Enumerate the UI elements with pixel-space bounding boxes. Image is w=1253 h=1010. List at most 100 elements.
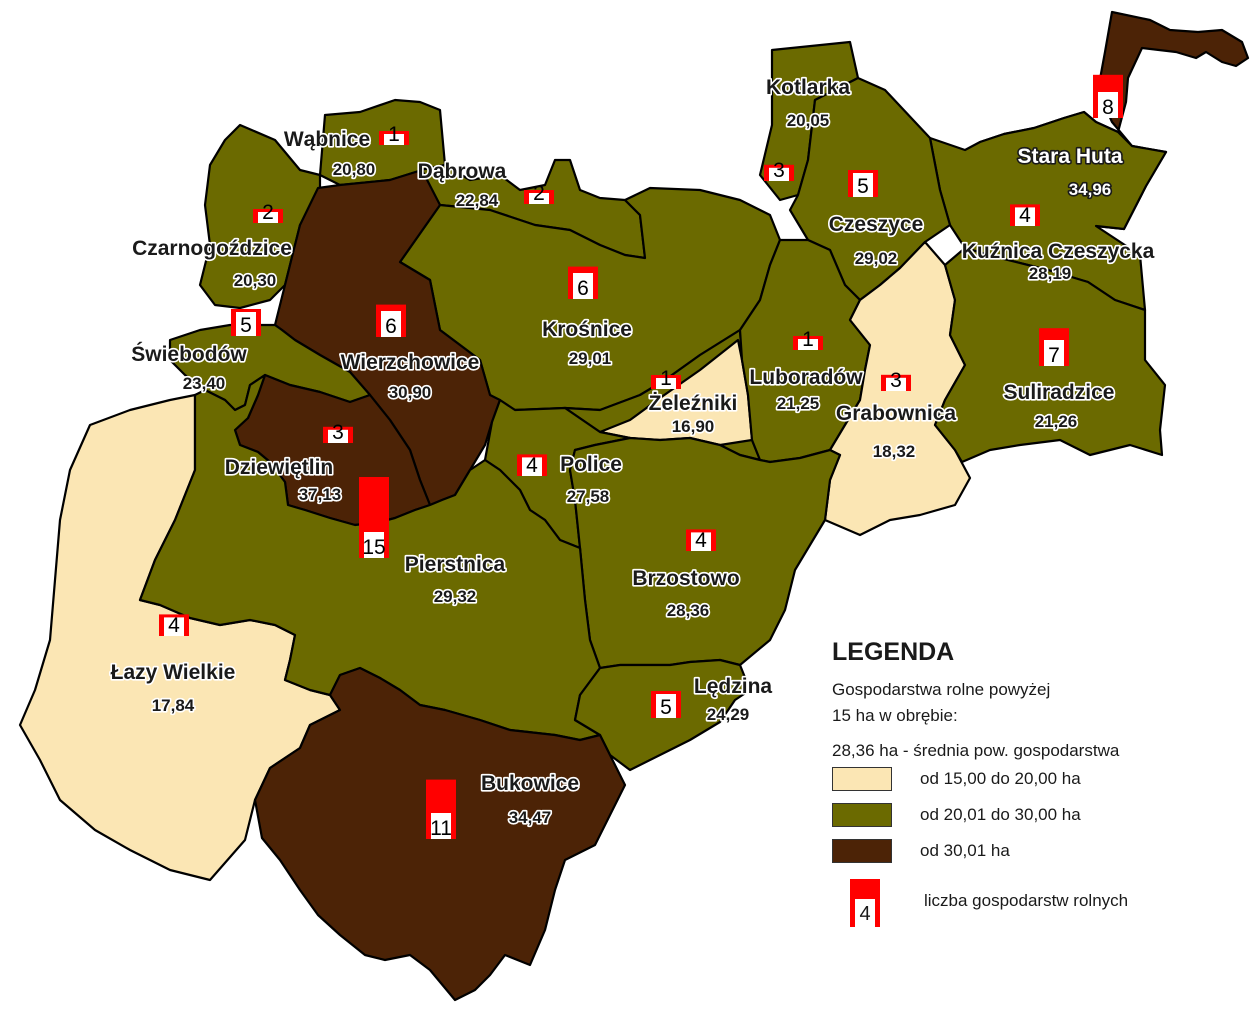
- village-name-kuznica-czeszycka: Kuźnica Czeszycka: [962, 240, 1155, 263]
- village-area-krosnice: 29,01: [569, 349, 612, 368]
- village-name-swiebodow: Świebodów: [131, 342, 247, 366]
- farm-bar-label-box-suliradzice: [1044, 340, 1064, 366]
- legend-class-3: od 30,01 ha: [832, 833, 1242, 869]
- village-area-dabrowa: 22,84: [456, 191, 499, 210]
- village-name-krosnice: Krośnice: [542, 318, 632, 341]
- farm-count-krosnice: 6: [577, 277, 589, 300]
- village-name-stara-huta: Stara Huta: [1017, 145, 1122, 168]
- village-area-czeszyce: 29,02: [855, 249, 898, 268]
- village-name-suliradzice: Suliradzice: [1004, 381, 1115, 404]
- village-name-ledzina: Lędzina: [694, 675, 772, 698]
- farm-bar-luboradow: 1: [793, 328, 823, 351]
- village-area-swiebodow: 23,40: [183, 374, 226, 393]
- village-name-wabnice: Wąbnice: [284, 128, 370, 151]
- farm-bar-label-box-dabrowa: [529, 193, 549, 204]
- farm-count-grabownica: 3: [890, 369, 902, 392]
- legend-title: LEGENDA: [832, 638, 955, 666]
- village-name-grabownica: Grabownica: [836, 402, 957, 425]
- farm-bar-stara-huta: 8: [1093, 74, 1123, 119]
- legend-class-2: od 20,01 do 30,00 ha: [832, 797, 1242, 833]
- village-labels: Wąbnice20,80Czarnogoździce20,30Dąbrowa22…: [109, 74, 1156, 828]
- farm-bar-zelezniki: 1: [651, 367, 681, 390]
- legend-bar-value: 4: [855, 899, 875, 927]
- village-area-kotlarka: 20,05: [787, 111, 830, 130]
- farm-bar-label-box-swiebodow: [236, 312, 256, 336]
- legend-average-note: 28,36 ha - średnia pow. gospodarstwa: [832, 741, 1120, 760]
- legend-class-2-label: od 20,01 do 30,00 ha: [920, 805, 1081, 824]
- farm-bar-kuznica-czeszycka: 4: [1010, 204, 1040, 227]
- farm-count-wabnice: 1: [388, 123, 400, 146]
- farm-count-suliradzice: 7: [1048, 344, 1060, 367]
- farm-bar-swiebodow: 5: [231, 309, 261, 337]
- farm-bar-wierzchowice: 6: [376, 304, 406, 338]
- farm-count-wierzchowice: 6: [385, 315, 397, 338]
- legend-class-3-label: od 30,01 ha: [920, 841, 1010, 860]
- village-name-brzostowo: Brzostowo: [632, 567, 739, 590]
- legend-bar-icon: 4: [850, 879, 880, 927]
- legend-swatch-brown: [832, 839, 892, 863]
- village-name-dabrowa: Dąbrowa: [418, 160, 507, 183]
- farm-bar-ledzina: 5: [651, 691, 681, 719]
- village-name-luboradow: Luboradów: [749, 366, 863, 389]
- village-name-czeszyce: Czeszyce: [829, 213, 924, 236]
- farm-count-bukowice: 11: [430, 817, 452, 840]
- farm-count-kuznica-czeszycka: 4: [1019, 204, 1031, 227]
- legend-bar-label: liczba gospodarstw rolnych: [924, 891, 1129, 910]
- village-area-stara-huta: 34,96: [1069, 180, 1112, 199]
- village-area-luboradow: 21,25: [777, 394, 820, 413]
- village-area-suliradzice: 21,26: [1035, 412, 1078, 431]
- village-name-pierstnica: Pierstnica: [405, 553, 506, 576]
- farm-count-pierstnica: 15: [362, 536, 385, 559]
- village-area-wierzchowice: 30,90: [389, 383, 432, 402]
- farm-bar-label-box-bukowice: [431, 813, 451, 839]
- farm-bar-label-box-czarnogozdzice: [258, 212, 278, 223]
- village-name-police: Police: [560, 453, 622, 476]
- farm-bar-label-box-ledzina: [656, 694, 676, 718]
- farm-bar-label-box-grabownica: [886, 377, 906, 391]
- farm-bar-police: 4: [517, 454, 547, 477]
- farm-count-luboradow: 1: [802, 328, 814, 351]
- legend: LEGENDA Gospodarstwa rolne powyżej 15 ha…: [832, 638, 1242, 933]
- legend-subtitle-line1: Gospodarstwa rolne powyżej: [832, 680, 1051, 699]
- farm-count-czeszyce: 5: [857, 175, 869, 198]
- farm-bar-wabnice: 1: [379, 123, 409, 146]
- village-area-police: 27,58: [567, 487, 610, 506]
- farm-bar-label-box-czeszyce: [853, 173, 873, 197]
- farm-count-swiebodow: 5: [240, 314, 252, 337]
- legend-swatch-olive: [832, 803, 892, 827]
- village-name-czarnogozdzice: Czarnogoździce: [132, 237, 292, 260]
- farm-bar-label-box-krosnice: [573, 273, 593, 299]
- village-area-wabnice: 20,80: [333, 160, 376, 179]
- farm-bar-label-box-stara-huta: [1098, 92, 1118, 118]
- farm-bar-grabownica: 3: [881, 369, 911, 392]
- farm-bar-label-box-pierstnica: [364, 532, 384, 558]
- farm-bar-krosnice: 6: [568, 266, 598, 300]
- farm-bar-label-box-brzostowo: [691, 532, 711, 551]
- village-name-lazy-wielkie: Łazy Wielkie: [111, 661, 236, 684]
- village-area-czarnogozdzice: 20,30: [234, 271, 277, 290]
- farm-bar-pierstnica: 15: [359, 477, 389, 559]
- farm-bar-lazy-wielkie: 4: [159, 614, 189, 637]
- village-area-pierstnica: 29,32: [434, 587, 477, 606]
- farm-bar-czarnogozdzice: 2: [253, 201, 283, 224]
- farm-bar-kotlarka: 3: [764, 159, 794, 182]
- farm-count-lazy-wielkie: 4: [168, 614, 180, 637]
- legend-subtitle-line2: 15 ha w obrębie:: [832, 706, 958, 725]
- farm-count-kotlarka: 3: [773, 159, 785, 182]
- legend-class-1-label: od 15,00 do 20,00 ha: [920, 769, 1081, 788]
- legend-bar-sample: 4 liczba gospodarstw rolnych: [832, 869, 1242, 933]
- farm-count-dabrowa: 2: [533, 182, 545, 205]
- farm-bar-label-box-lazy-wielkie: [164, 617, 184, 636]
- farm-count-ledzina: 5: [660, 696, 672, 719]
- village-name-kotlarka: Kotlarka: [766, 76, 850, 99]
- village-name-bukowice: Bukowice: [481, 772, 579, 795]
- farm-bar-brzostowo: 4: [686, 529, 716, 552]
- farm-count-czarnogozdzice: 2: [262, 201, 274, 224]
- farm-count-zelezniki: 1: [660, 367, 672, 390]
- village-name-wierzchowice: Wierzchowice: [341, 351, 480, 374]
- farm-bar-label-box-dziewietlin: [328, 429, 348, 443]
- farm-bar-label-box-kuznica-czeszycka: [1015, 207, 1035, 226]
